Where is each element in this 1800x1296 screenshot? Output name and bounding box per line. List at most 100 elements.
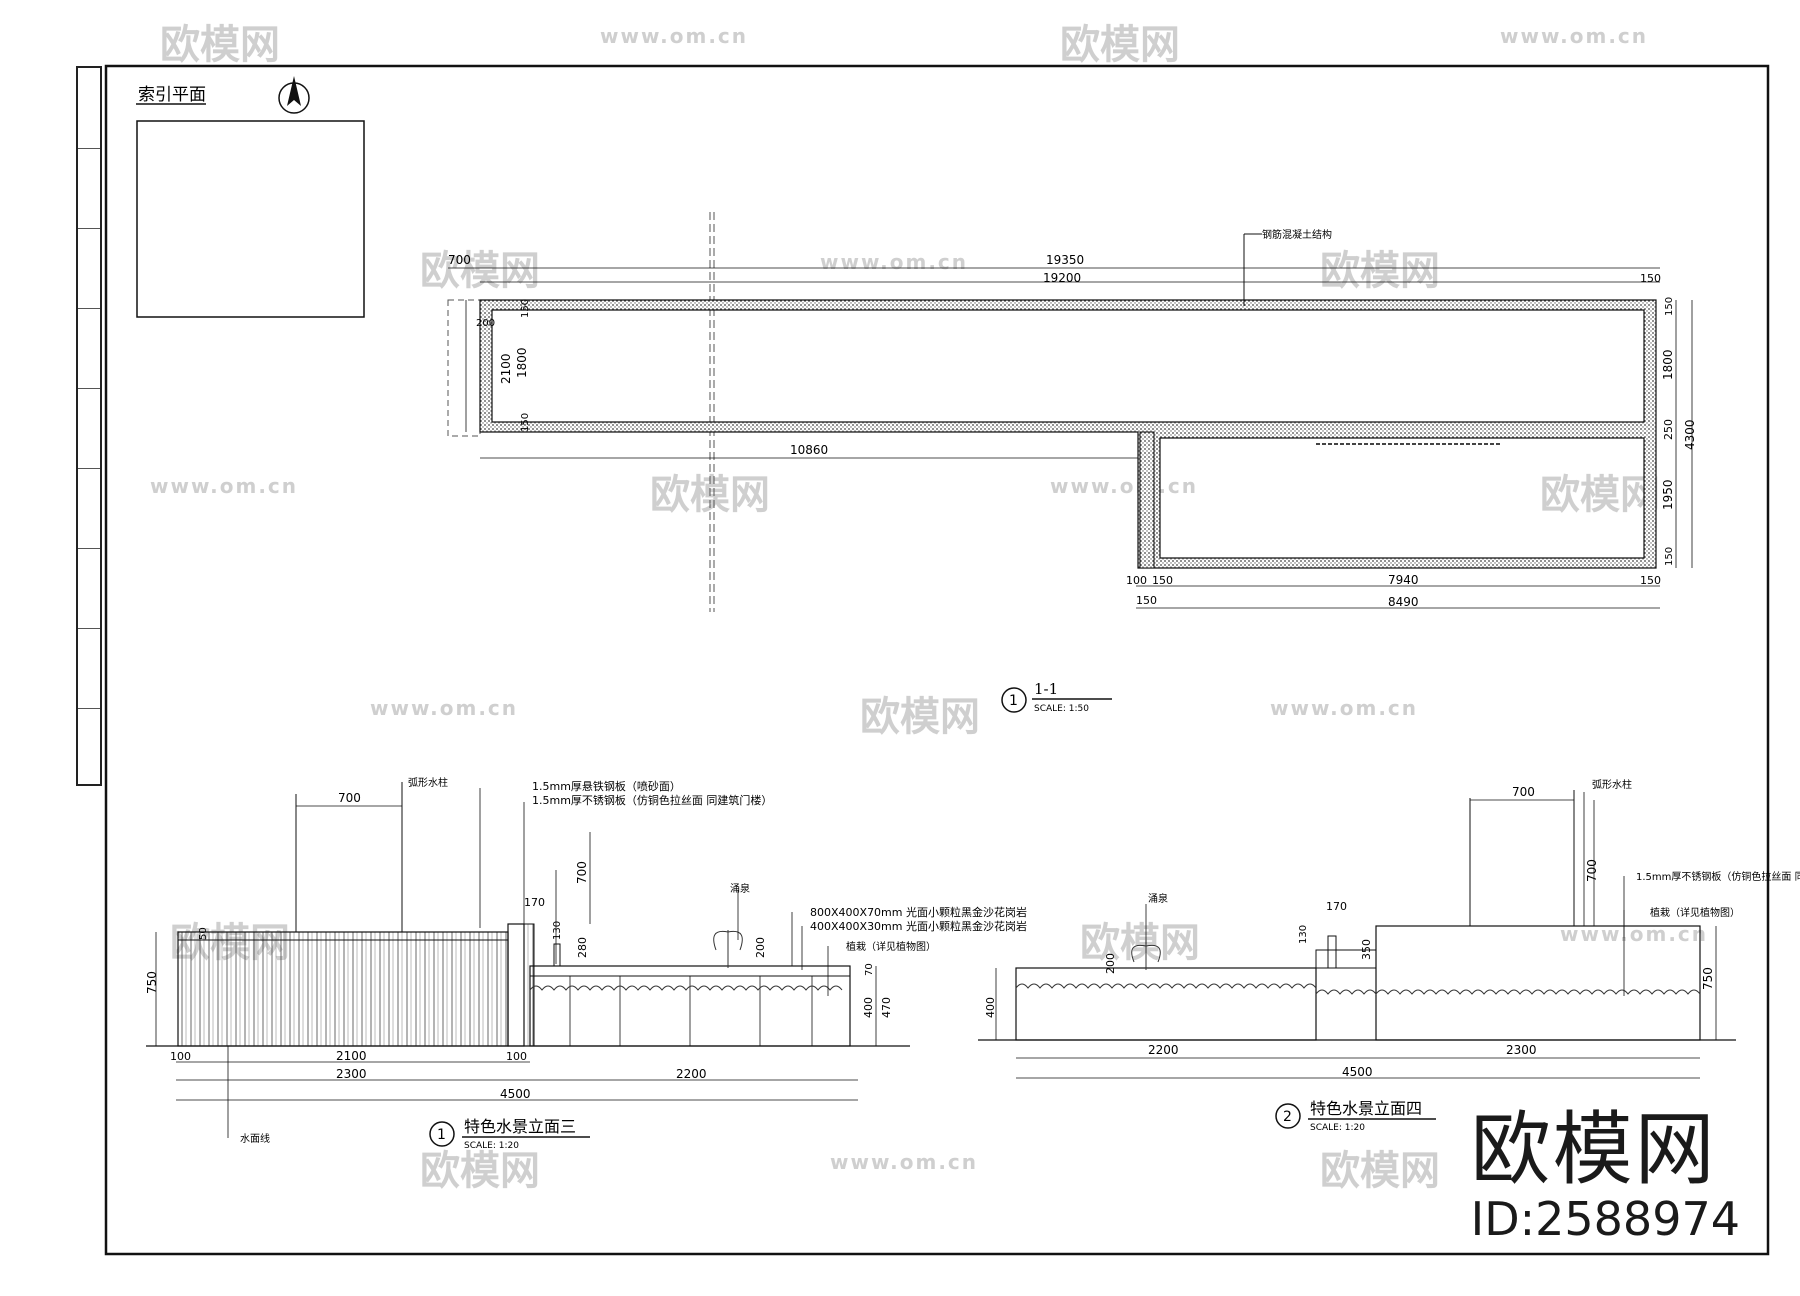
elev3-dim-400: 400 xyxy=(862,997,875,1018)
plan-scale: SCALE: 1:50 xyxy=(1034,704,1089,714)
elevation-3: 弧形水柱 1.5mm厚悬铁钢板（喷砂面） 1.5mm厚不锈钢板（仿铜色拉丝面 同… xyxy=(145,776,1027,1151)
elevation-4: 弧形水柱 1.5mm厚不锈钢板（仿铜色拉丝面 同建筑门楼） 植栽（详见植物图） … xyxy=(978,778,1800,1133)
watermark-text: 欧模网 xyxy=(1320,248,1440,294)
dim-left-bottom: 150 xyxy=(520,413,531,432)
dim-top-left: 700 xyxy=(448,253,471,267)
elev3-dim-50: 50 xyxy=(198,927,209,940)
elev3-dim-470: 470 xyxy=(880,997,893,1018)
watermark-url: www.om.cn xyxy=(830,1150,979,1174)
elev3-note-stone1: 800X400X70mm 光面小颗粒黑金沙花岗岩 xyxy=(810,905,1027,919)
elev3-dim-700a: 700 xyxy=(338,791,361,805)
elev4-dim-2200: 2200 xyxy=(1148,1043,1179,1057)
elev4-dim-750: 750 xyxy=(1701,967,1715,990)
plan-annotation: 钢筋混凝土结构 xyxy=(1262,228,1332,241)
dim-bottom-total: 8490 xyxy=(1388,595,1419,609)
elev3-number: 1 xyxy=(437,1127,446,1143)
dim-bottom-150b: 150 xyxy=(1640,574,1661,587)
elev4-number: 2 xyxy=(1283,1109,1292,1125)
watermark-url: www.om.cn xyxy=(600,24,749,48)
watermark-url: www.om.cn xyxy=(1270,696,1419,720)
elev3-scale: SCALE: 1:20 xyxy=(464,1141,519,1151)
plan-section-label: 1-1 xyxy=(1034,680,1058,698)
elev3-dim-200: 200 xyxy=(754,937,767,958)
dim-bottom-100: 100 xyxy=(1126,574,1147,587)
elev3-note-steel1: 1.5mm厚悬铁钢板（喷砂面） xyxy=(532,779,681,793)
index-plan-box xyxy=(136,120,365,318)
elev3-dim-2300: 2300 xyxy=(336,1067,367,1081)
dim-left-inner: 1800 xyxy=(515,347,529,378)
elev3-note-waterline: 水面线 xyxy=(240,1132,270,1145)
index-plan: 索引平面 xyxy=(136,76,365,318)
watermark-text: 欧模网 xyxy=(1320,1148,1440,1194)
elev4-note-arc: 弧形水柱 xyxy=(1592,778,1632,791)
elev3-dim-100b: 100 xyxy=(506,1050,527,1063)
elev3-dim-2200: 2200 xyxy=(676,1067,707,1081)
elev3-note-planting: 植栽（详见植物图） xyxy=(846,940,936,953)
elev3-note-steel2: 1.5mm厚不锈钢板（仿铜色拉丝面 同建筑门楼） xyxy=(532,793,772,807)
elev4-dim-2300: 2300 xyxy=(1506,1043,1537,1057)
dim-mid-length: 10860 xyxy=(790,443,828,457)
elev4-dim-700b: 700 xyxy=(1585,859,1599,882)
dim-right-total: 4300 xyxy=(1683,419,1697,450)
dim-left-small: 200 xyxy=(476,318,495,329)
elev3-dim-100a: 100 xyxy=(170,1050,191,1063)
elev3-dim-750: 750 xyxy=(145,971,159,994)
elev4-title: 特色水景立面四 xyxy=(1310,1099,1422,1118)
elev4-dim-4500: 4500 xyxy=(1342,1065,1373,1079)
elev4-scale: SCALE: 1:20 xyxy=(1310,1123,1365,1133)
watermark-logo: 欧模网 ID:2588974 xyxy=(1471,1110,1740,1250)
elev3-note-stone2: 400X400X30mm 光面小颗粒黑金沙花岗岩 xyxy=(810,919,1027,933)
watermark-url: www.om.cn xyxy=(370,696,519,720)
elev3-dim-70: 70 xyxy=(864,963,875,976)
dim-top-total: 19350 xyxy=(1046,253,1084,267)
dim-right-150a: 150 xyxy=(1664,297,1675,316)
dim-bottom-150c: 150 xyxy=(1136,594,1157,607)
fountain-icon xyxy=(713,930,743,968)
dim-right-150b: 150 xyxy=(1664,547,1675,566)
index-plan-title: 索引平面 xyxy=(138,85,206,105)
elev3-dim-280: 280 xyxy=(576,937,589,958)
dim-right-1950: 1950 xyxy=(1661,479,1675,510)
dim-bottom-150a: 150 xyxy=(1152,574,1173,587)
dim-bottom-inner: 7940 xyxy=(1388,573,1419,587)
watermark-text: 欧模网 xyxy=(1060,22,1180,68)
elev4-dim-200: 200 xyxy=(1104,953,1117,974)
plan-1-1: 钢筋混凝土结构 700 19350 19200 150 2100 1800 15… xyxy=(447,212,1697,714)
watermark-logo-text: 欧模网 xyxy=(1470,1103,1717,1196)
title-block xyxy=(76,66,102,786)
elev4-dim-170: 170 xyxy=(1326,900,1347,913)
dim-right-1800: 1800 xyxy=(1661,349,1675,380)
watermark-text: 欧模网 xyxy=(860,694,980,740)
elev4-dim-400: 400 xyxy=(984,997,997,1018)
watermark-text: 欧模网 xyxy=(420,248,540,294)
watermark-id: ID:2588974 xyxy=(1470,1192,1740,1246)
dim-top-right: 150 xyxy=(1640,272,1661,285)
pool-wall xyxy=(479,299,1657,569)
watermark-url: www.om.cn xyxy=(150,474,299,498)
elev3-dim-700b: 700 xyxy=(575,861,589,884)
watermark-text: 欧模网 xyxy=(160,22,280,68)
elev3-dim-4500: 4500 xyxy=(500,1087,531,1101)
dim-left-top: 150 xyxy=(520,299,531,318)
dim-right-250: 250 xyxy=(1662,419,1675,440)
dim-top-inner: 19200 xyxy=(1043,271,1081,285)
elev3-note-fountain: 涌泉 xyxy=(730,882,750,895)
elev3-note-arc: 弧形水柱 xyxy=(408,776,448,789)
watermark-url: www.om.cn xyxy=(1050,474,1199,498)
elev4-dim-350: 350 xyxy=(1360,939,1373,960)
fountain-icon xyxy=(1131,940,1161,970)
elev4-note-fountain: 涌泉 xyxy=(1148,892,1168,905)
elev4-note-steel: 1.5mm厚不锈钢板（仿铜色拉丝面 同建筑门楼） xyxy=(1636,870,1800,883)
watermark-url: www.om.cn xyxy=(1500,24,1649,48)
watermark-text: 欧模网 xyxy=(1080,920,1200,966)
dim-left-outer: 2100 xyxy=(499,353,513,384)
elev4-dim-130: 130 xyxy=(1298,925,1309,944)
plan-number: 1 xyxy=(1009,693,1018,709)
watermark-text: 欧模网 xyxy=(1540,472,1660,518)
north-arrow-icon xyxy=(278,76,310,114)
elev3-title: 特色水景立面三 xyxy=(464,1117,576,1136)
sheet-frame xyxy=(104,64,1770,1256)
elev3-dim-170: 170 xyxy=(524,896,545,909)
elev3-dim-130: 130 xyxy=(552,921,563,940)
